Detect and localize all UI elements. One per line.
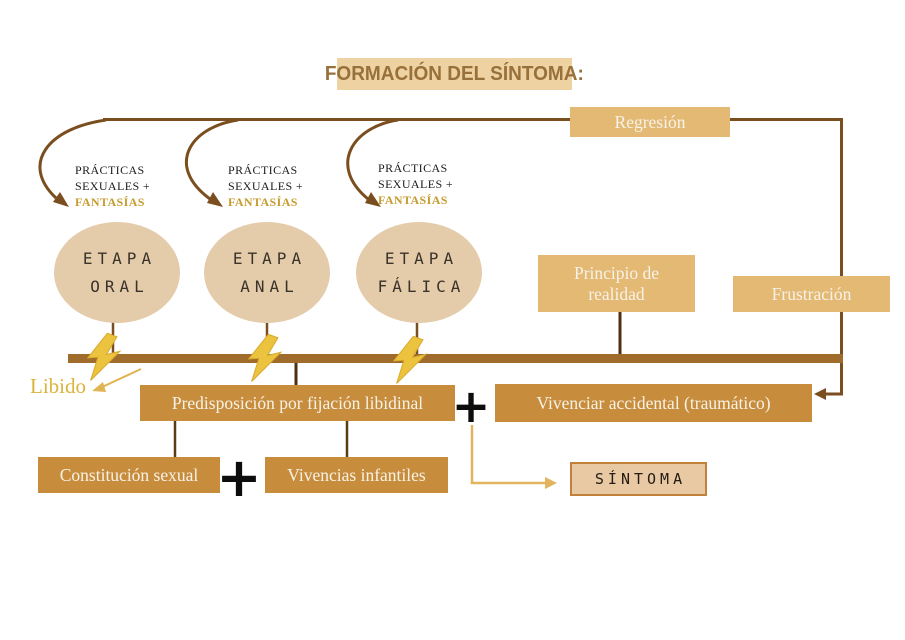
- stage-label-line1: ETAPA: [384, 249, 459, 268]
- stage-label-line1: ETAPA: [232, 249, 307, 268]
- libido-label: Libido: [30, 374, 86, 398]
- lightning-bolt-falica: [392, 335, 428, 384]
- predisposition-label: Predisposición por fijación libidinal: [171, 392, 424, 413]
- practices-fantasies: FANTASÍAS: [75, 195, 145, 209]
- regression-arrowhead: [814, 388, 826, 400]
- practices-block-falica: PRÁCTICAS SEXUALES + FANTASÍAS: [378, 160, 482, 208]
- plus-sign-top: +: [451, 379, 491, 433]
- regression-arc-falica-arrow: [346, 118, 399, 201]
- regression-path-line: [103, 118, 843, 396]
- practices-block-oral: PRÁCTICAS SEXUALES + FANTASÍAS: [75, 162, 179, 210]
- accidental-experience-label: Vivenciar accidental (traumático): [536, 392, 771, 413]
- practices-line2: SEXUALES +: [378, 177, 454, 191]
- symptom-arrowhead: [545, 477, 557, 489]
- frustration-box: Frustración: [733, 276, 890, 312]
- stage-falica-ellipse: ETAPA FÁLICA: [356, 222, 482, 323]
- childhood-experiences-box: Vivencias infantiles: [265, 457, 448, 493]
- regression-arc-anal-arrow: [184, 118, 239, 201]
- reality-principle-box: Principio de realidad: [538, 255, 695, 312]
- predisposition-box: Predisposición por fijación libidinal: [140, 385, 455, 421]
- diagram-title-highlight: FORMACIÓN DEL SÍNTOMA:: [325, 58, 584, 90]
- regression-arc-oral-arrowhead: [53, 192, 69, 207]
- regression-arc-oral: [38, 118, 107, 200]
- practices-fantasies: FANTASÍAS: [228, 195, 298, 209]
- practices-line1: PRÁCTICAS: [228, 163, 298, 177]
- reality-principle-line2: realidad: [588, 283, 645, 304]
- stage-anal-ellipse: ETAPA ANAL: [204, 222, 330, 323]
- sexual-constitution-label: Constitución sexual: [59, 464, 199, 485]
- accidental-experience-box: Vivenciar accidental (traumático): [495, 384, 812, 422]
- stage-label-line2: FÁLICA: [377, 277, 466, 296]
- practices-line2: SEXUALES +: [75, 179, 151, 193]
- reality-principle-line1: Principio de: [573, 262, 660, 283]
- lightning-bolt-oral: [86, 332, 122, 381]
- stage-label-line2: ORAL: [90, 277, 149, 296]
- frustration-label: Frustración: [771, 283, 852, 304]
- diagram-title: FORMACIÓN DEL SÍNTOMA:: [325, 62, 584, 85]
- practices-line1: PRÁCTICAS: [378, 161, 448, 175]
- stage-label-line1: ETAPA: [82, 249, 157, 268]
- regression-arc-falica-arrowhead: [365, 192, 381, 207]
- symptom-arrow-line: [470, 425, 546, 485]
- practices-block-anal: PRÁCTICAS SEXUALES + FANTASÍAS: [228, 162, 332, 210]
- regression-box: Regresión: [570, 107, 730, 137]
- libido-arrowhead: [92, 382, 106, 392]
- stage-oral-ellipse: ETAPA ORAL: [54, 222, 180, 323]
- libido-timeline-bar: [68, 354, 843, 363]
- practices-fantasies: FANTASÍAS: [378, 193, 448, 207]
- childhood-experiences-label: Vivencias infantiles: [287, 464, 426, 485]
- practices-line2: SEXUALES +: [228, 179, 304, 193]
- symptom-box: SÍNTOMA: [570, 462, 707, 496]
- plus-sign-bottom: +: [216, 445, 262, 509]
- libido-arrow-line: [99, 368, 142, 389]
- sexual-constitution-box: Constitución sexual: [38, 457, 220, 493]
- regression-arc-anal-arrowhead: [207, 192, 223, 207]
- practices-line1: PRÁCTICAS: [75, 163, 145, 177]
- regression-label: Regresión: [614, 111, 686, 132]
- symptom-label: SÍNTOMA: [594, 470, 687, 488]
- stage-label-line2: ANAL: [240, 277, 299, 296]
- lightning-bolt-anal: [247, 333, 283, 382]
